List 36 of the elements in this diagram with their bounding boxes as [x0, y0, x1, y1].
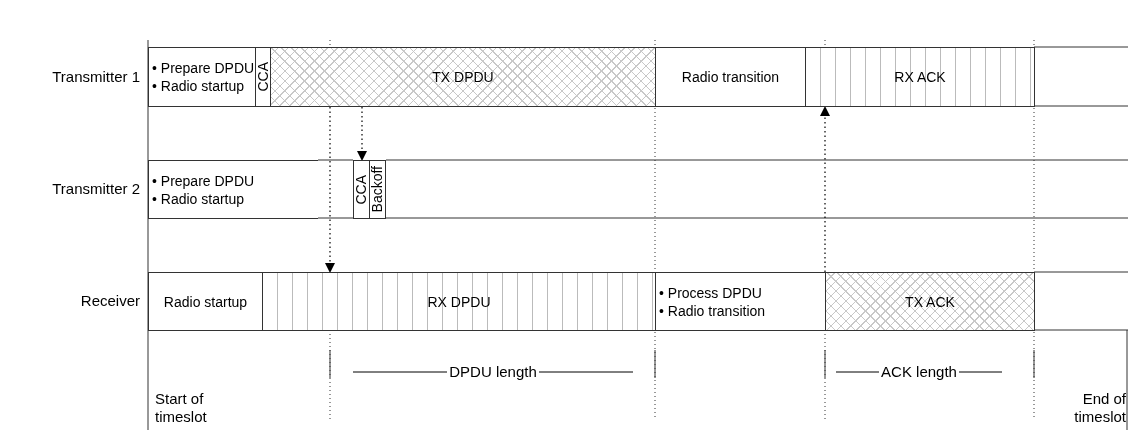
transmit-bar — [270, 47, 656, 107]
task-text: CCA — [255, 62, 271, 92]
task-text: Backoff — [370, 166, 385, 213]
task-box — [148, 47, 256, 107]
task-box — [369, 160, 386, 219]
row-label: Receiver — [80, 292, 140, 309]
task-box — [255, 47, 271, 107]
task-text: RX ACK — [894, 68, 946, 86]
task-text: TX ACK — [905, 292, 955, 311]
task-text: TX DPDU — [432, 68, 494, 86]
task-text: • Process DPDU — [659, 283, 762, 302]
task-text: • Radio startup — [152, 77, 245, 95]
task-box — [655, 272, 826, 331]
task-text: • Radio startup — [152, 189, 245, 208]
task-text: Radio transition — [681, 68, 780, 86]
row-label: Transmitter 2 — [52, 180, 140, 197]
row-label: Transmitter 1 — [52, 68, 140, 85]
task-box — [148, 272, 263, 331]
dimension-label: ACK length — [879, 363, 959, 380]
task-text: CCA — [354, 174, 369, 205]
task-text: Radio startup — [163, 292, 248, 311]
arrow — [357, 106, 367, 161]
task-text: RX DPDU — [427, 292, 491, 311]
receive-bar — [805, 47, 1035, 107]
task-text: • Radio transition — [659, 301, 766, 320]
task-box — [655, 47, 806, 107]
task-box — [148, 160, 318, 219]
task-text: • Prepare DPDU — [152, 171, 255, 190]
transmit-bar — [825, 272, 1035, 331]
dimension-label: DPDU length — [447, 363, 539, 380]
arrow — [325, 106, 335, 273]
task-text: • Prepare DPDU — [152, 59, 255, 77]
timeslot-label: End of timeslot — [1074, 390, 1126, 425]
receive-bar — [262, 272, 656, 331]
arrow — [820, 106, 830, 273]
timeslot-label: Start of timeslot — [155, 390, 207, 425]
